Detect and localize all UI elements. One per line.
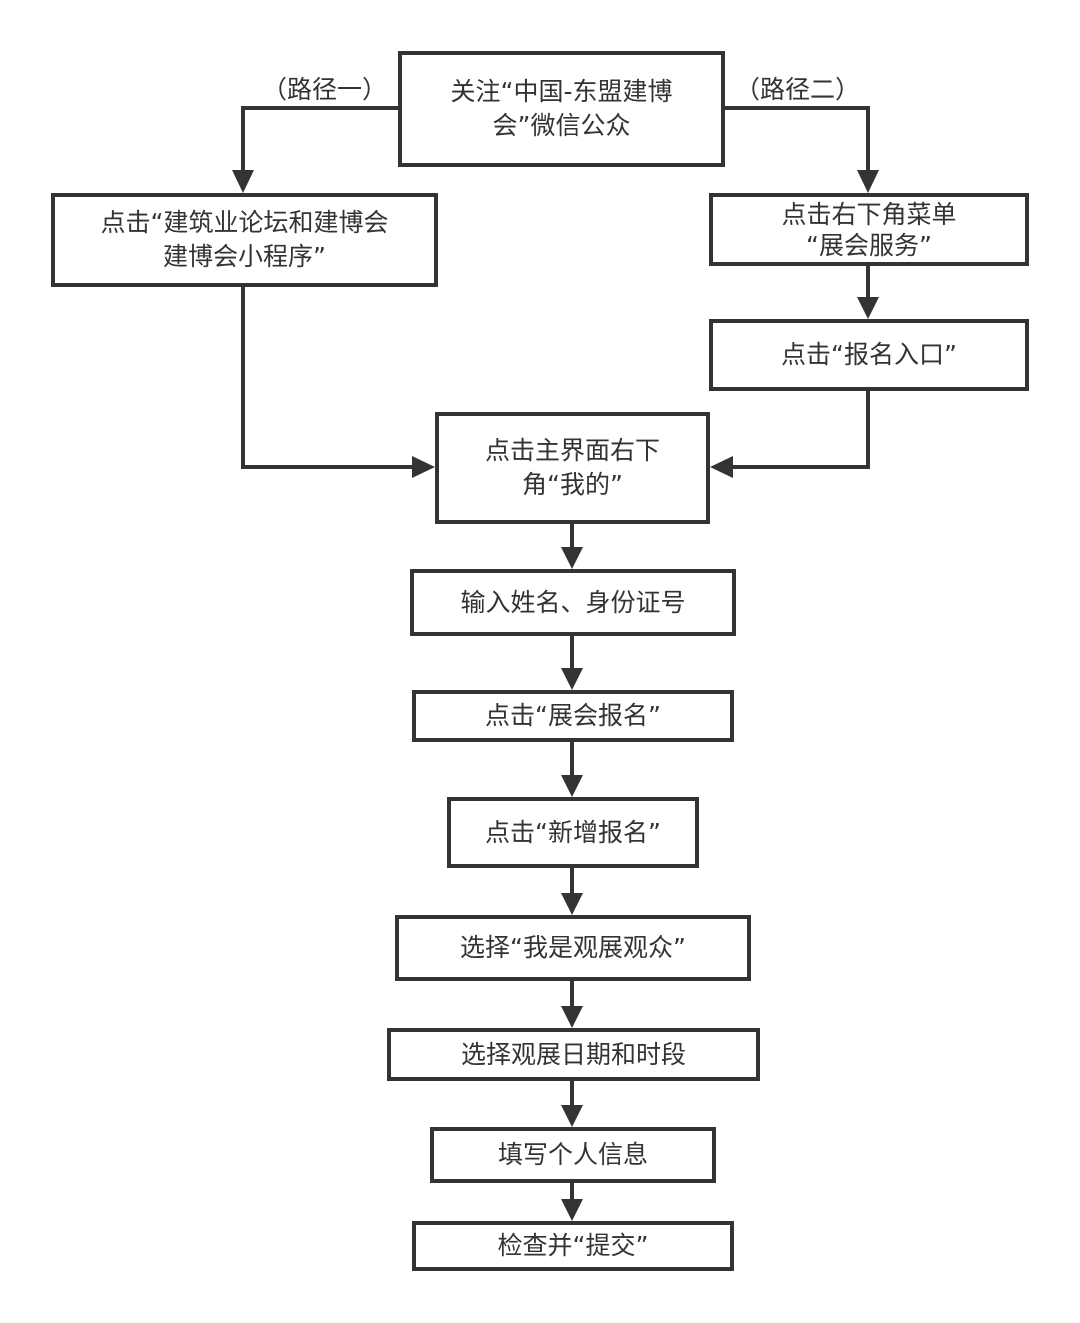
- node-entry: 点击“报名入口”: [709, 319, 1029, 391]
- node-date: 选择观展日期和时段: [387, 1028, 760, 1081]
- arrow-path1: [241, 106, 398, 172]
- arrow-right-to-mine: [731, 391, 870, 469]
- node-mine: 点击主界面右下 角“我的”: [435, 412, 710, 524]
- node-new-signup: 点击“新增报名”: [447, 797, 699, 868]
- label-path1: （路径一）: [262, 75, 388, 104]
- node-personal: 填写个人信息: [430, 1127, 716, 1183]
- node-miniprogram: 点击“建筑业论坛和建博会 建博会小程序”: [51, 193, 438, 287]
- node-visitor: 选择“我是观展观众”: [395, 915, 751, 981]
- label-path2: （路径二）: [735, 75, 861, 104]
- node-follow: 关注“中国-东盟建博 会”微信公众: [398, 51, 725, 167]
- node-menu: 点击右下角菜单 “展会服务”: [709, 193, 1029, 266]
- node-submit: 检查并“提交”: [412, 1221, 734, 1271]
- arrowheads: [232, 170, 879, 1221]
- arrow-left-to-mine: [241, 287, 414, 469]
- node-idinput: 输入姓名、身份证号: [410, 569, 736, 636]
- node-expo-signup: 点击“展会报名”: [412, 690, 734, 742]
- arrow-path2: [725, 106, 870, 172]
